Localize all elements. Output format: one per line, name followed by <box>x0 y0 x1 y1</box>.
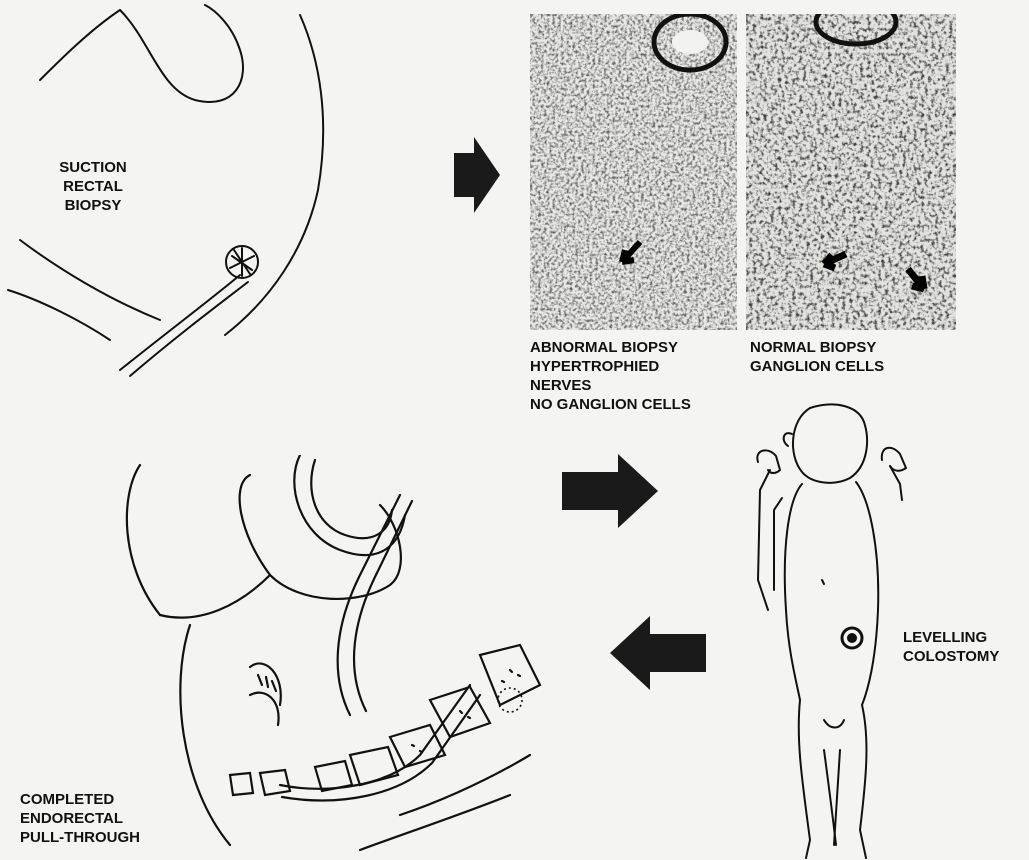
abnormal-biopsy-label: ABNORMAL BIOPSY HYPERTROPHIED NERVES NO … <box>530 338 770 414</box>
arrow-right-icon <box>560 452 660 530</box>
arrow-left-icon <box>606 614 708 692</box>
normal-biopsy-label: NORMAL BIOPSY GANGLION CELLS <box>750 338 970 376</box>
abnormal-biopsy-micrograph <box>530 14 737 330</box>
levelling-colostomy-label: LEVELLING COLOSTOMY <box>903 628 1029 666</box>
normal-biopsy-micrograph <box>746 14 956 330</box>
completed-pullthrough-label: COMPLETED ENDORECTAL PULL-THROUGH <box>20 790 220 847</box>
arrow-right-icon <box>452 135 502 215</box>
suction-biopsy-label: SUCTION RECTAL BIOPSY <box>18 158 168 215</box>
